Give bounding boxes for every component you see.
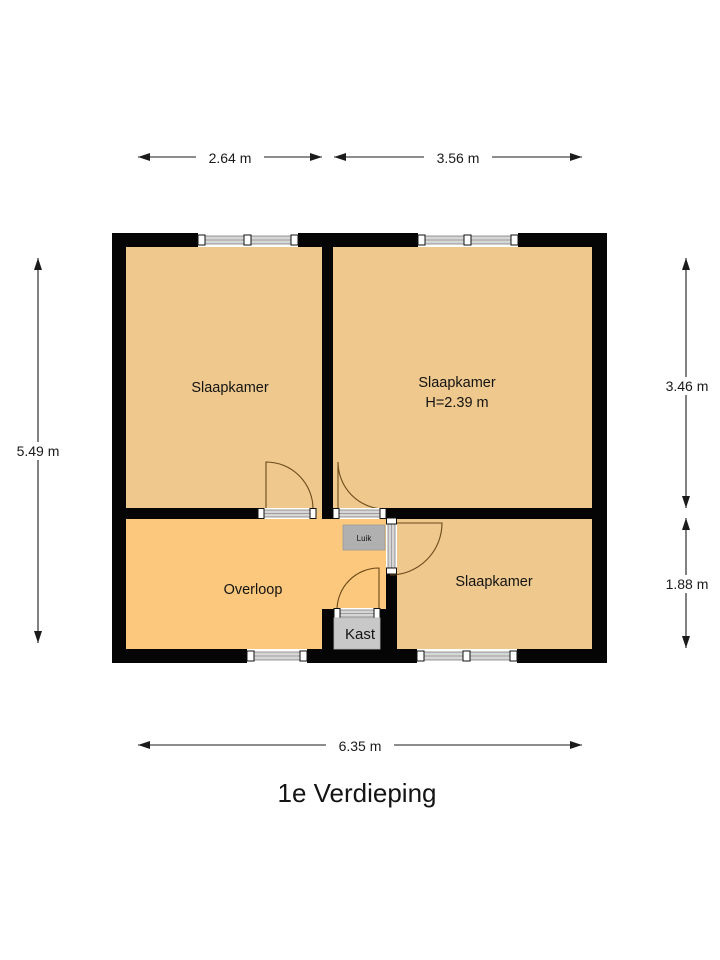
room-label-landing: Overloop — [224, 582, 283, 598]
wall-interior-horizontal-right — [386, 508, 592, 519]
room-fill-bedroom-bottom-right — [386, 513, 592, 649]
wall-closet-left — [322, 609, 335, 649]
wall-interior-vertical-center — [322, 233, 333, 519]
closet-rect — [333, 617, 381, 650]
dimension-right-lower-label: 1.88 m — [666, 576, 709, 592]
door-closet — [333, 567, 381, 619]
wall-closet-right — [378, 609, 388, 649]
room-fill-bedroom-top-right — [332, 247, 592, 513]
door-bedroom-bottom-right — [386, 517, 443, 576]
door-bedroom-top-left — [257, 461, 317, 519]
window-top-right — [417, 233, 519, 247]
dimension-bottom-label: 6.35 m — [339, 738, 382, 754]
dimension-bottom: 6.35 m — [138, 736, 582, 754]
dimension-top-right: 3.56 m — [334, 148, 582, 166]
wall-interior-vertical-right-lower — [386, 538, 397, 649]
dimension-left: 5.49 m — [8, 258, 70, 643]
room-label-bedroom-bottom-right: Slaapkamer — [455, 574, 533, 590]
page-title: 1e Verdieping — [277, 778, 436, 808]
dimension-top-left-label: 2.64 m — [209, 150, 252, 166]
wall-interior-horizontal-left — [112, 508, 258, 519]
feature-closet: Kast — [333, 617, 381, 650]
room-fill-landing — [126, 513, 322, 649]
wall-exterior-right — [592, 233, 607, 663]
door-bedroom-top-right — [332, 461, 387, 519]
dimension-left-label: 5.49 m — [17, 443, 60, 459]
room-label-bedroom-top-right: Slaapkamer — [418, 375, 496, 391]
dimension-right-lower: 1.88 m — [656, 518, 718, 648]
dimension-top-right-label: 3.56 m — [437, 150, 480, 166]
hatch-label: Luik — [357, 534, 373, 543]
dimension-top-left: 2.64 m — [138, 148, 322, 166]
hatch-rect — [342, 524, 386, 551]
window-bottom-left — [246, 649, 308, 663]
wall-exterior-bottom — [112, 649, 607, 663]
window-top-left — [197, 233, 299, 247]
feature-hatch: Luik — [342, 524, 386, 551]
wall-exterior-top — [112, 233, 607, 247]
closet-label: Kast — [345, 626, 376, 643]
room-label-bedroom-top-left: Slaapkamer — [191, 380, 269, 396]
room-height-bedroom-top-right: H=2.39 m — [425, 395, 488, 411]
dimension-right-upper-label: 3.46 m — [666, 378, 709, 394]
window-bottom-right — [416, 649, 518, 663]
dimension-right-upper: 3.46 m — [656, 258, 718, 508]
wall-exterior-left — [112, 233, 126, 663]
